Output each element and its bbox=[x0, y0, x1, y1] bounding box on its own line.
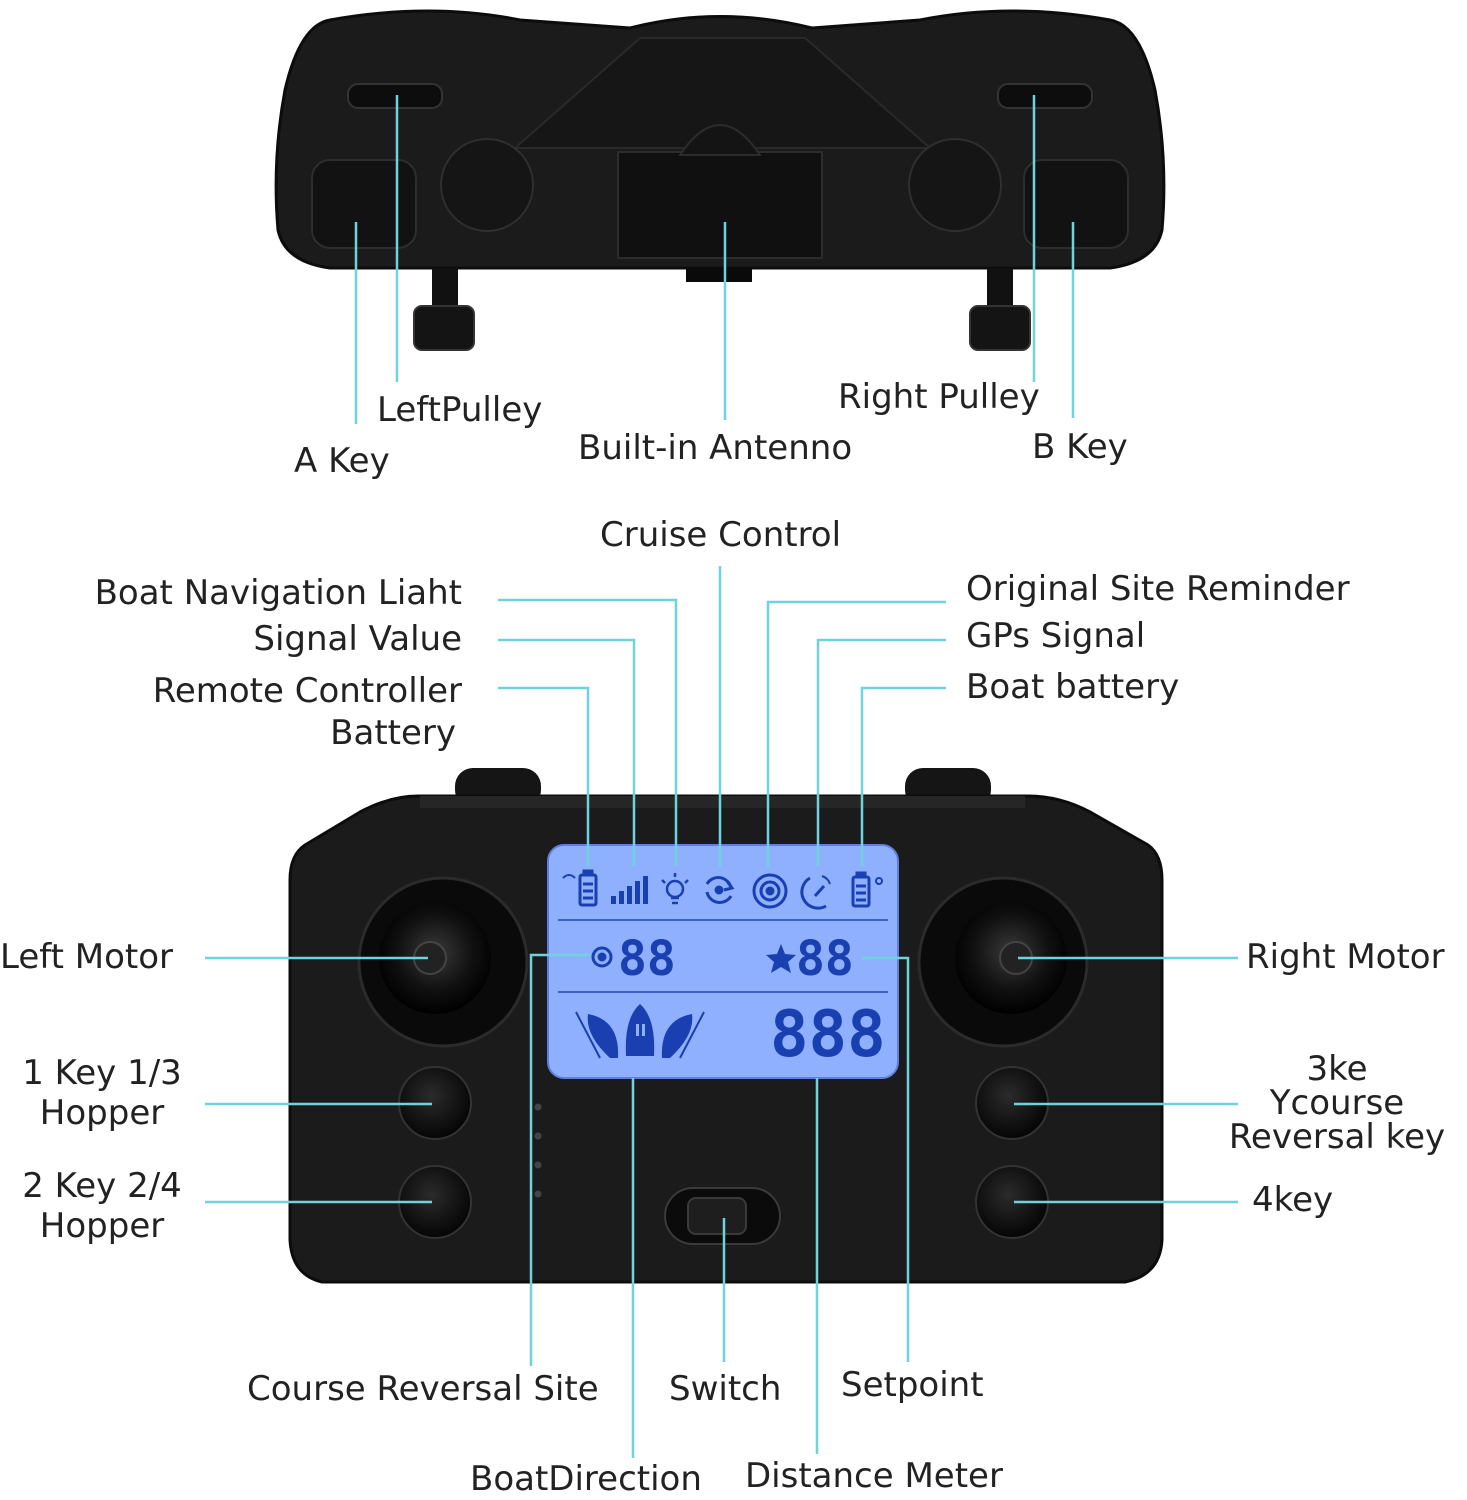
left-motor-label: Left Motor bbox=[0, 937, 174, 977]
key-3-label-3: Reversal key bbox=[1228, 1117, 1446, 1157]
right-stick-cap bbox=[969, 305, 1031, 351]
b-key-label: B Key bbox=[1032, 427, 1128, 467]
signal-bars-icon bbox=[611, 876, 648, 904]
lcd-right-digits: 88 bbox=[796, 931, 854, 987]
switch-label: Switch bbox=[669, 1369, 782, 1409]
boat-battery-label: Boat battery bbox=[966, 667, 1180, 707]
signal-value-label: Signal Value bbox=[253, 619, 462, 659]
original-site-label: Original Site Reminder bbox=[966, 569, 1350, 609]
left-stick-post bbox=[432, 268, 458, 312]
left-stick-cap bbox=[413, 305, 475, 351]
key-2-label-1: 2 Key 2/4 bbox=[22, 1166, 182, 1206]
target-icon bbox=[752, 873, 788, 909]
top-leaders bbox=[354, 95, 1075, 424]
top-center-ridge bbox=[512, 37, 933, 149]
front-top-lip bbox=[420, 796, 1025, 808]
distance-meter-label: Distance Meter bbox=[745, 1456, 1003, 1496]
right-pulley-wheel bbox=[997, 83, 1093, 109]
right-pulley-label: Right Pulley bbox=[838, 377, 1040, 417]
course-site-icon bbox=[591, 946, 613, 968]
lcd-left-digits: 88 bbox=[618, 931, 676, 987]
key-1-label-2: Hopper bbox=[39, 1093, 165, 1133]
boat-direction-icon bbox=[575, 1004, 705, 1059]
indicator-dot bbox=[534, 1161, 542, 1169]
rc-battery-icon bbox=[562, 869, 598, 907]
boat-direction-label: BoatDirection bbox=[470, 1459, 702, 1499]
antenna-dome bbox=[678, 124, 762, 156]
gps-signal-label: GPs Signal bbox=[966, 616, 1146, 656]
gps-satellite-icon bbox=[800, 875, 831, 910]
key-1-label-1: 1 Key 1/3 bbox=[22, 1053, 182, 1093]
right-stick-post bbox=[987, 268, 1013, 312]
boat-nav-light-label: Boat Navigation Liaht bbox=[94, 573, 462, 613]
power-switch-knob bbox=[687, 1197, 747, 1235]
light-bulb-icon bbox=[661, 873, 689, 905]
key-3-label-2: Ycourse bbox=[1269, 1083, 1405, 1123]
rc-battery-label-1: Remote Controller bbox=[152, 671, 462, 711]
key-4-label: 4key bbox=[1252, 1180, 1334, 1220]
a-key-shoulder bbox=[311, 159, 417, 249]
indicator-dot bbox=[534, 1132, 542, 1140]
left-pulley-wheel bbox=[347, 83, 443, 109]
top-view-device bbox=[274, 9, 1166, 351]
indicator-dot bbox=[534, 1190, 542, 1198]
front-view-device: 88 88 888 bbox=[288, 768, 1164, 1284]
left-stick-dome bbox=[440, 138, 534, 232]
indicator-dot bbox=[534, 1103, 542, 1111]
antenna-label: Built-in Antenno bbox=[578, 428, 853, 468]
setpoint-label: Setpoint bbox=[841, 1365, 984, 1405]
key-2-label-2: Hopper bbox=[39, 1206, 165, 1246]
b-key-shoulder bbox=[1023, 159, 1129, 249]
boat-battery-icon bbox=[851, 871, 883, 908]
cruise-icon bbox=[705, 876, 735, 904]
lcd-distance-digits: 888 bbox=[770, 998, 886, 1072]
right-stick-dome bbox=[908, 138, 1002, 232]
left-pulley-label: LeftPulley bbox=[377, 390, 543, 430]
key-3-label-1: 3ke bbox=[1306, 1049, 1368, 1089]
a-key-label: A Key bbox=[294, 441, 390, 481]
bottom-dial bbox=[686, 268, 752, 282]
rc-battery-label-2: Battery bbox=[330, 713, 456, 753]
antenna-panel bbox=[617, 151, 823, 259]
right-motor-label: Right Motor bbox=[1246, 937, 1445, 977]
cruise-control-label: Cruise Control bbox=[600, 515, 842, 555]
course-reversal-label: Course Reversal Site bbox=[247, 1369, 599, 1409]
star-icon bbox=[766, 944, 796, 973]
front-leaders bbox=[205, 566, 1238, 1458]
